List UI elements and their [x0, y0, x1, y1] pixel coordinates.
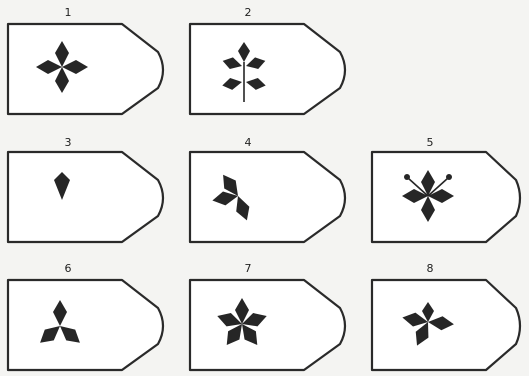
- tab-number-label: 8: [427, 262, 434, 275]
- tab-number-label: 5: [427, 136, 434, 149]
- tab-outline: [8, 152, 163, 242]
- tab-number-label: 2: [245, 6, 252, 19]
- tab-outline: [8, 24, 163, 114]
- tab-7: 7: [190, 262, 345, 370]
- tab-3: 3: [8, 136, 163, 242]
- tab-number-label: 3: [65, 136, 72, 149]
- tab-outline: [8, 280, 163, 370]
- tab-outline: [190, 152, 345, 242]
- tab-outline: [190, 280, 345, 370]
- tab-number-label: 1: [65, 6, 72, 19]
- tab-2: 2: [190, 6, 345, 114]
- tab-5: 5: [372, 136, 520, 242]
- tab-1: 1: [8, 6, 163, 114]
- tab-number-label: 7: [245, 262, 252, 275]
- tab-number-label: 4: [245, 136, 252, 149]
- tab-4: 4: [190, 136, 345, 242]
- tab-number-label: 6: [65, 262, 72, 275]
- tab-6: 6: [8, 262, 163, 370]
- tab-outline: [190, 24, 345, 114]
- tab-8: 8: [372, 262, 520, 370]
